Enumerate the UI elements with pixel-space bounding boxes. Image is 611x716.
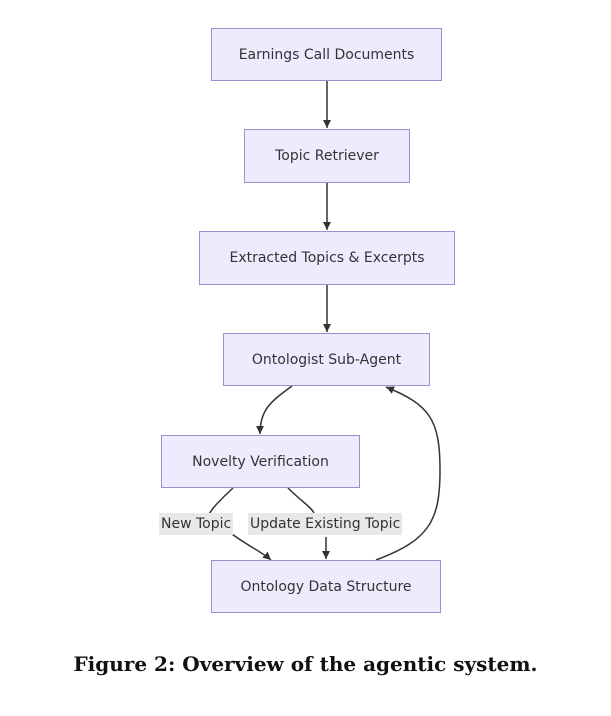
node-topic-retriever: Topic Retriever (244, 129, 410, 183)
edge-label-new-topic: New Topic (159, 513, 234, 535)
figure-caption: Figure 2: Overview of the agentic system… (73, 652, 538, 676)
node-ontologist-sub-agent: Ontologist Sub-Agent (223, 333, 430, 386)
node-extracted-topics-excerpts: Extracted Topics & Excerpts (199, 231, 455, 285)
node-earnings-call-documents: Earnings Call Documents (211, 28, 442, 81)
edge-ontology-to-ontologist (375, 386, 441, 561)
edge-label-update-existing-topic: Update Existing Topic (248, 513, 403, 535)
node-ontology-data-structure: Ontology Data Structure (211, 560, 441, 613)
node-novelty-verification: Novelty Verification (161, 435, 360, 488)
edge-ontologist-to-novelty (256, 385, 293, 435)
edge-novelty-update-existing (287, 487, 326, 559)
diagram-edges (206, 81, 441, 640)
